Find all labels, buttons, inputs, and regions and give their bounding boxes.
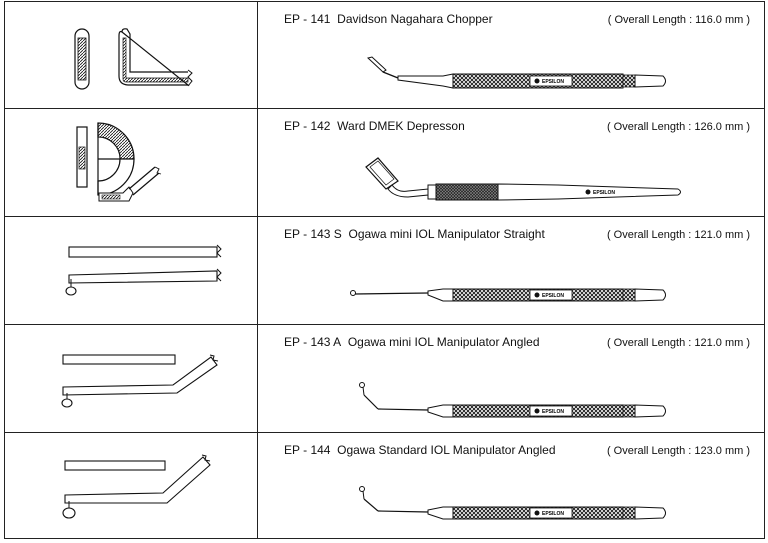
tip-detail-panel <box>5 325 258 432</box>
brand-mark: EPSILON <box>542 511 564 517</box>
straight-manipulator-tip-icon <box>65 244 222 296</box>
brand-mark: EPSILON <box>542 293 564 299</box>
brand-mark: EPSILON <box>542 79 564 85</box>
instrument-catalog: EP - 141 Davidson Nagahara Chopper ( Ove… <box>4 1 765 539</box>
instrument-panel: EP - 143 S Ogawa mini IOL Manipulator St… <box>258 217 764 324</box>
catalog-row-ep-141: EP - 141 Davidson Nagahara Chopper ( Ove… <box>4 1 765 109</box>
overall-length: ( Overall Length : 116.0 mm ) <box>607 14 750 26</box>
catalog-row-ep-143-a: EP - 143 A Ogawa mini IOL Manipulator An… <box>4 325 765 433</box>
catalog-row-ep-144: EP - 144 Ogawa Standard IOL Manipulator … <box>4 433 765 539</box>
instrument-title: EP - 143 A Ogawa mini IOL Manipulator An… <box>284 335 540 349</box>
tip-detail-panel <box>5 109 258 216</box>
instrument-drawing: EPSILON <box>350 288 666 302</box>
brand-mark: EPSILON <box>542 409 564 415</box>
tip-detail-panel <box>5 217 258 324</box>
overall-length: ( Overall Length : 121.0 mm ) <box>606 337 750 349</box>
instrument-panel: EP - 141 Davidson Nagahara Chopper ( Ove… <box>258 2 764 108</box>
tip-detail-panel <box>5 2 258 108</box>
instrument-panel: EP - 143 A Ogawa mini IOL Manipulator An… <box>258 325 764 432</box>
chopper-tip-icon <box>74 28 193 90</box>
instrument-drawing: EPSILON <box>359 382 666 418</box>
catalog-row-ep-143-s: EP - 143 S Ogawa mini IOL Manipulator St… <box>4 217 765 325</box>
standard-manipulator-tip-icon <box>62 454 211 519</box>
instrument-panel: EP - 144 Ogawa Standard IOL Manipulator … <box>258 433 764 538</box>
overall-length: ( Overall Length : 123.0 mm ) <box>606 445 750 457</box>
angled-manipulator-tip-icon <box>61 354 219 408</box>
instrument-title: EP - 144 Ogawa Standard IOL Manipulator … <box>284 443 556 457</box>
overall-length: ( Overall Length : 121.0 mm ) <box>606 229 750 241</box>
instrument-drawing: EPSILON <box>359 486 666 520</box>
instrument-title: EP - 141 Davidson Nagahara Chopper <box>284 12 493 26</box>
instrument-title: EP - 143 S Ogawa mini IOL Manipulator St… <box>284 227 545 241</box>
instrument-drawing: EPSILON <box>365 157 681 201</box>
instrument-drawing: EPSILON <box>366 56 666 89</box>
tip-detail-panel <box>5 433 258 538</box>
brand-mark: EPSILON <box>593 190 615 196</box>
instrument-panel: EP - 142 Ward DMEK Depresson ( Overall L… <box>258 109 764 216</box>
depressor-tip-icon <box>76 122 162 202</box>
catalog-row-ep-142: EP - 142 Ward DMEK Depresson ( Overall L… <box>4 109 765 217</box>
overall-length: ( Overall Length : 126.0 mm ) <box>606 121 750 133</box>
instrument-title: EP - 142 Ward DMEK Depresson <box>284 119 465 133</box>
